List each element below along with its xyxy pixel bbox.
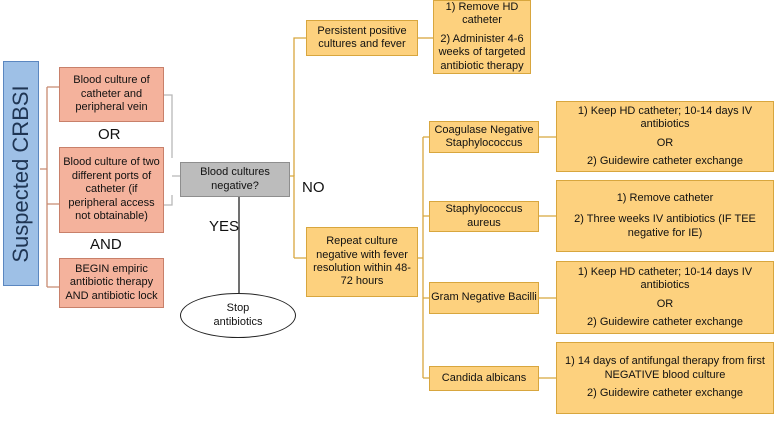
no-label: NO: [302, 179, 325, 196]
repeat-culture-negative-box: Repeat culture negative with fever resol…: [306, 227, 418, 297]
persistent-actions-box: 1) Remove HD catheter 2) Administer 4-6 …: [433, 0, 531, 74]
treatment-staph-aureus: 1) Remove catheter 2) Three weeks IV ant…: [556, 180, 774, 252]
blood-culture-two-ports-box: Blood culture of two different ports of …: [59, 147, 164, 233]
blood-culture-catheter-peripheral-box: Blood culture of catheter and peripheral…: [59, 67, 164, 122]
begin-empiric-therapy-box: BEGIN empiric antibiotic therapy AND ant…: [59, 258, 164, 308]
and-label: AND: [90, 236, 122, 253]
yes-label: YES: [209, 218, 240, 235]
organism-candida-albicans: Candida albicans: [429, 366, 539, 391]
diagram-title: Suspected CRBSI: [8, 84, 33, 263]
organism-staph-aureus: Staphylococcus aureus: [429, 201, 539, 232]
organism-gram-negative-bacilli: Gram Negative Bacilli: [429, 282, 539, 314]
organism-coagulase-negative-staph: Coagulase Negative Staphylococcus: [429, 121, 539, 153]
persistent-positive-cultures-box: Persistent positive cultures and fever: [306, 20, 418, 56]
or-label: OR: [98, 126, 121, 143]
suspected-crbsi-label: Suspected CRBSI: [3, 61, 39, 286]
treatment-gram-negative-bacilli: 1) Keep HD catheter; 10-14 days IV antib…: [556, 261, 774, 334]
blood-cultures-negative-question-box: Blood cultures negative?: [180, 162, 290, 197]
treatment-coagulase-negative-staph: 1) Keep HD catheter; 10-14 days IV antib…: [556, 101, 774, 172]
treatment-candida-albicans: 1) 14 days of antifungal therapy from fi…: [556, 342, 774, 414]
stop-antibiotics-ellipse: Stop antibiotics: [180, 293, 296, 338]
